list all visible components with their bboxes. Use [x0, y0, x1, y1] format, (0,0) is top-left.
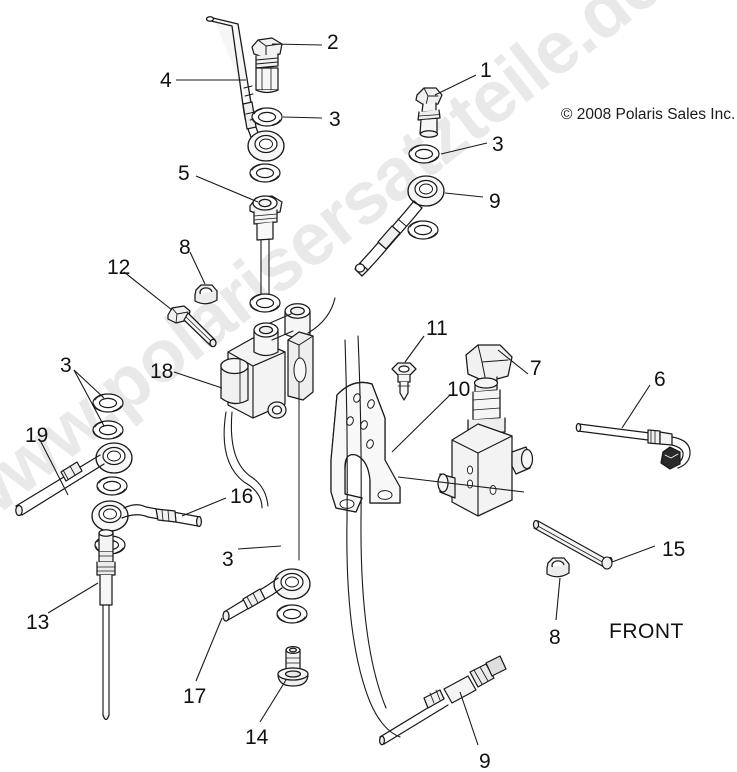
callout-9b: 9 [479, 750, 491, 772]
part-3-washer-top [251, 107, 283, 127]
part-5-hose-fitting [249, 195, 283, 301]
part-5-washer [249, 163, 281, 183]
part-13-brake-line-vertical [96, 529, 116, 721]
callout-10: 10 [447, 378, 471, 401]
part-17-brake-hose-lower [222, 568, 311, 622]
callout-8b: 8 [549, 626, 561, 649]
callout-13: 13 [26, 611, 50, 634]
part-16-brake-hose-mid [91, 500, 203, 532]
part-3-washer-mid [249, 293, 281, 313]
callout-19: 19 [25, 424, 49, 447]
part-8-nut-upper [194, 284, 218, 305]
callout-7: 7 [530, 357, 542, 380]
part-2-banjo-bolt [251, 37, 283, 94]
part-3-washer-under-9 [407, 220, 439, 240]
callout-17: 17 [183, 685, 207, 708]
callout-11: 11 [426, 317, 448, 340]
callout-3b: 3 [492, 133, 504, 156]
part-3-washer-left-a [92, 393, 124, 413]
part-11-push-rivet [391, 362, 417, 401]
copyright-notice: © 2008 Polaris Sales Inc. [561, 106, 736, 123]
callout-2: 2 [327, 31, 339, 54]
callout-6: 6 [654, 368, 666, 391]
part-6-brake-hose-right [575, 422, 691, 470]
callout-leader-lines [39, 43, 656, 746]
callout-12: 12 [107, 256, 131, 279]
part-18-manifold [220, 297, 336, 509]
part-3-washer-under-19 [96, 476, 128, 496]
callout-16: 16 [230, 485, 254, 508]
callout-9a: 9 [489, 190, 501, 213]
part-3-washer-under-17 [276, 604, 308, 624]
callout-3d: 3 [222, 548, 234, 571]
callout-15: 15 [662, 538, 686, 561]
part-8-nut-lower [546, 557, 570, 578]
callout-14: 14 [245, 726, 269, 749]
callout-18: 18 [150, 360, 174, 383]
part-3-washer-under-switch [408, 144, 440, 164]
part-10-mounting-bracket [330, 381, 401, 513]
callout-3c: 3 [60, 354, 72, 377]
part-9-upper-hose [354, 175, 445, 277]
callout-1: 1 [480, 59, 492, 82]
callout-4: 4 [160, 69, 172, 92]
part-9-lower-hose [378, 655, 507, 746]
part-14-bleeder-screw [277, 645, 309, 687]
callout-5: 5 [178, 162, 190, 185]
callout-3a: 3 [329, 108, 341, 131]
part-4-banjo-end [247, 130, 285, 162]
part-3-washer-left-b [92, 420, 124, 440]
front-orientation-label: FRONT [609, 620, 684, 643]
part-15-long-bolt [532, 519, 613, 570]
part-12-bolt [167, 305, 217, 348]
callout-8a: 8 [179, 236, 191, 259]
part-7-proportioning-valve [437, 344, 534, 517]
part-1-switch-fitting [415, 87, 443, 138]
part-19-brake-hose-left [15, 442, 133, 517]
